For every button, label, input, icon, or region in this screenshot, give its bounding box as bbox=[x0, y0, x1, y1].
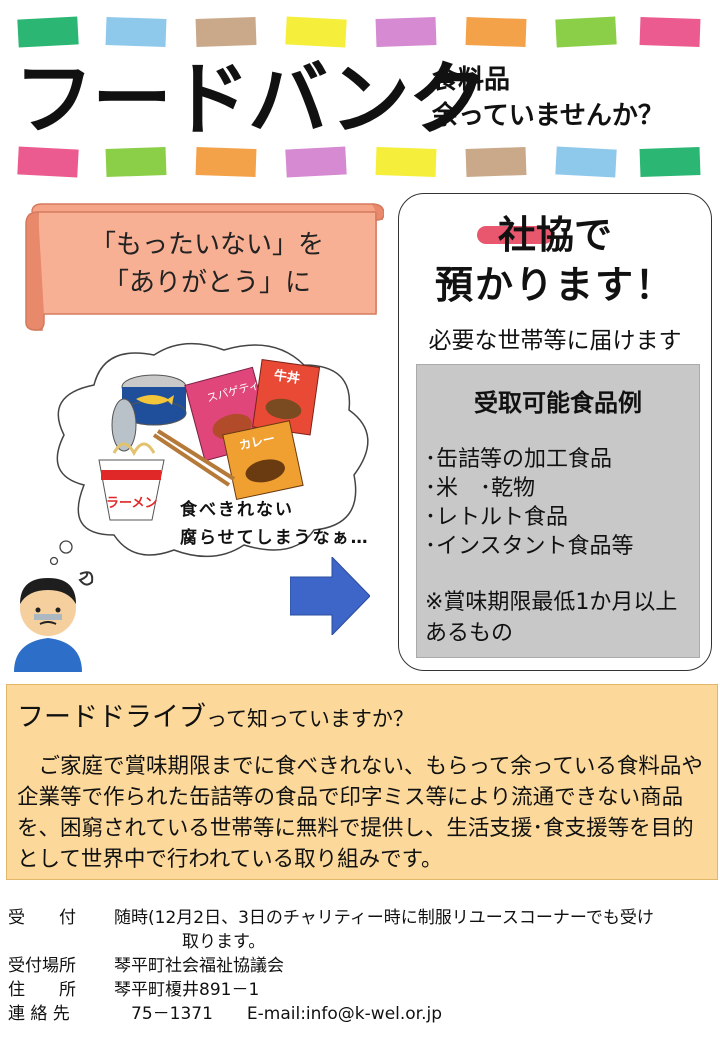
slogan-text: 「もったいない」を 「ありがとう」に bbox=[52, 226, 362, 302]
footer-label bbox=[8, 930, 114, 954]
food-drive-heading-sub: って知っていますか？ bbox=[206, 707, 414, 731]
footer-row: 連 絡 先 75－1371 E-mail:info@k-wel.or.jp bbox=[8, 1002, 714, 1026]
footer-email[interactable]: 75－1371 E-mail:info@k-wel.or.jp bbox=[114, 1004, 443, 1024]
footer-label: 連 絡 先 bbox=[8, 1004, 70, 1024]
gyudon-pouch-icon: 牛丼 bbox=[252, 358, 321, 436]
footer-value: 琴平町榎井891－1 bbox=[114, 980, 260, 1000]
decorative-tape bbox=[195, 146, 257, 178]
collection-info-box: 社協で 預かります！ 必要な世帯等に届けます 受取可能食品例 ･缶詰等の加工食品… bbox=[398, 193, 712, 671]
decorative-tape bbox=[555, 146, 617, 178]
worried-person-icon bbox=[14, 571, 94, 672]
instant-ramen-icon: ラーメン bbox=[98, 398, 236, 521]
decorative-tape bbox=[105, 16, 167, 48]
decorative-tape bbox=[639, 16, 701, 48]
footer-value: 琴平町社会福祉協議会 bbox=[114, 956, 284, 976]
accepted-food-title: 受取可能食品例 bbox=[474, 389, 642, 417]
decorative-tape bbox=[285, 16, 347, 48]
subtitle-line-2: 余っていませんか？ bbox=[432, 101, 664, 131]
scroll-shape bbox=[25, 203, 384, 331]
decorative-tape bbox=[555, 16, 617, 48]
footer-row: 住 所 琴平町榎井891－1 bbox=[8, 978, 714, 1002]
list-item: ･米 ･乾物 bbox=[425, 476, 536, 501]
accepted-food-box: 受取可能食品例 ･缶詰等の加工食品 ･米 ･乾物 ･レトルト食品 ･インスタント… bbox=[416, 364, 700, 658]
thought-line-2: 腐らせてしまうなぁ… bbox=[180, 528, 370, 548]
heading-shakyo-text: 社協で bbox=[497, 213, 612, 257]
footer-label: 受付場所 bbox=[8, 956, 76, 976]
decorative-tape bbox=[17, 16, 79, 48]
decorative-tape bbox=[465, 146, 527, 178]
list-item: ･レトルト食品 bbox=[425, 505, 569, 530]
footer-row: 受付場所 琴平町社会福祉協議会 bbox=[8, 954, 714, 978]
footer-value: 取ります。 bbox=[114, 932, 266, 952]
page-title: フードバンク bbox=[14, 53, 488, 146]
decorative-tape bbox=[465, 16, 527, 48]
decorative-tape bbox=[639, 146, 701, 178]
slogan-line-1: 「もったいない」を bbox=[89, 230, 324, 260]
deliver-text: 必要な世帯等に届けます bbox=[428, 328, 682, 354]
slogan-banner: 「もったいない」を 「ありがとう」に bbox=[22, 200, 384, 331]
decorative-tape bbox=[17, 146, 79, 178]
heading-shakyo: 社協で bbox=[399, 204, 711, 259]
subtitle-line-1: 食料品 bbox=[432, 65, 511, 95]
contact-info: 受 付 随時(12月2日、3日のチャリティー時に制服リユースコーナーでも受け 取り… bbox=[8, 906, 714, 1026]
accepted-food-list: ･缶詰等の加工食品 ･米 ･乾物 ･レトルト食品 ･インスタント食品等 bbox=[425, 445, 634, 561]
right-arrow-icon bbox=[290, 557, 370, 635]
food-drive-section: フードドライブって知っていますか？ ご家庭で賞味期限までに食べきれない、もらって… bbox=[6, 684, 718, 880]
thought-line-1: 食べきれない bbox=[180, 500, 294, 520]
decorative-tape bbox=[285, 146, 347, 178]
ramen-label: ラーメン bbox=[106, 496, 157, 511]
food-drive-heading-main: フードドライブ bbox=[17, 702, 206, 733]
footer-row: 受 付 随時(12月2日、3日のチャリティー時に制服リユースコーナーでも受け bbox=[8, 906, 714, 930]
gyudon-label: 牛丼 bbox=[273, 367, 301, 386]
list-item: ･インスタント食品等 bbox=[425, 534, 634, 559]
food-drive-heading: フードドライブって知っていますか？ bbox=[17, 695, 414, 734]
decorative-tape bbox=[375, 16, 437, 48]
thought-cloud: スパゲティ 牛丼 カレー ラーメン bbox=[49, 342, 369, 565]
thought-text: 食べきれない 腐らせてしまうなぁ… bbox=[180, 496, 370, 552]
footer-value: 随時(12月2日、3日のチャリティー時に制服リユースコーナーでも受け bbox=[114, 908, 654, 928]
subtitle: 食料品 余っていませんか？ bbox=[432, 62, 664, 134]
food-drive-description: ご家庭で賞味期限までに食べきれない、もらって余っている食料品や企業等で作られた缶… bbox=[17, 754, 703, 872]
footer-row: 取ります。 bbox=[8, 930, 714, 954]
curry-pouch-icon: カレー bbox=[222, 420, 304, 501]
slogan-line-2: 「ありがとう」に bbox=[102, 268, 311, 298]
heading-azukari: 預かります！ bbox=[434, 263, 675, 307]
list-item: ･缶詰等の加工食品 bbox=[425, 447, 613, 472]
decorative-tape bbox=[105, 146, 167, 178]
expiry-note: ※賞味期限最低1か月以上あるもの bbox=[425, 590, 678, 646]
decorative-tape bbox=[375, 146, 437, 178]
decorative-tape bbox=[195, 16, 257, 48]
footer-label: 受 付 bbox=[8, 908, 76, 928]
footer-label: 住 所 bbox=[8, 980, 76, 1000]
